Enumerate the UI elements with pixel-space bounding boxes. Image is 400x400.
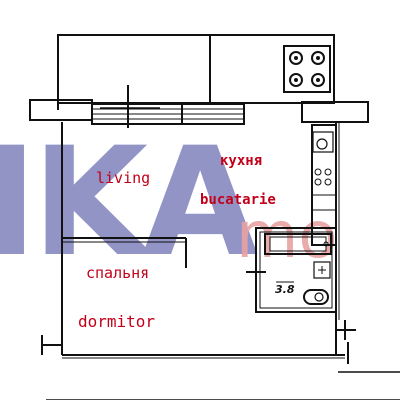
stove-icon [283,45,331,93]
switch-icon [313,261,331,279]
sink-icon [312,131,334,153]
bathtub-icon [264,233,332,255]
wall-right-segment [301,101,369,123]
room-label-living: living [96,169,151,187]
toilet-icon [303,289,329,305]
room-label-bedroom-ru: спальня [86,264,150,282]
area-label: 3.8 [275,283,295,296]
watermark-right: mo [236,199,338,273]
watermark-left: IKA [0,116,258,290]
room-label-bedroom-ro: dormitor [78,312,156,331]
room-label-kitchen-ro: bucatarie [200,192,276,208]
hob-icon [314,168,332,186]
room-label-kitchen-ru: кухня [220,153,263,169]
